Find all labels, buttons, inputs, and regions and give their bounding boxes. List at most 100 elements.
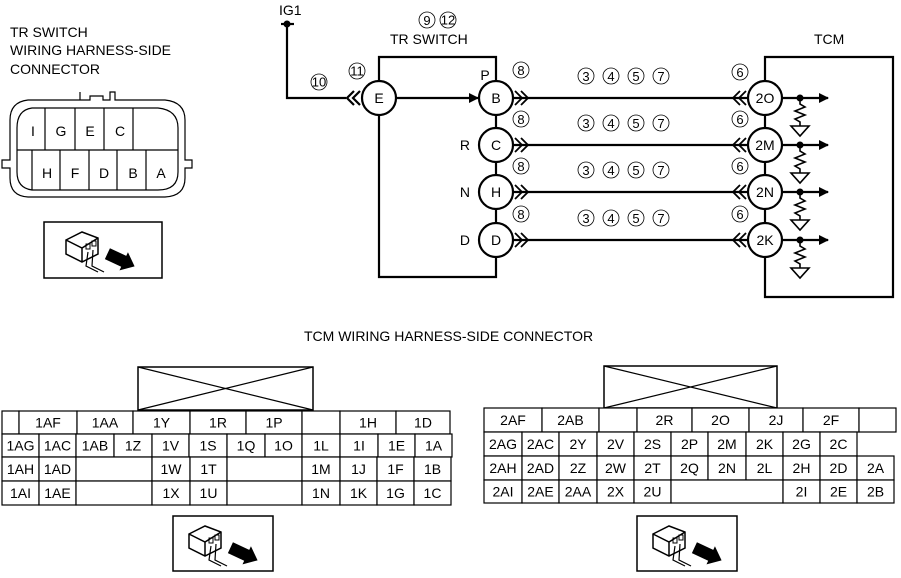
pin-label: 2E xyxy=(830,484,847,500)
svg-text:7: 7 xyxy=(657,163,664,178)
pin-label: 2N xyxy=(718,460,736,476)
empty-cell xyxy=(598,407,638,433)
pin-label: 1AA xyxy=(92,415,119,431)
connector-ref-11: 11 xyxy=(348,62,366,80)
tcm-ref: 6 xyxy=(731,110,749,128)
position-label-P: P xyxy=(480,67,489,83)
pin-label: 2Q xyxy=(680,460,699,476)
harness-ref: 5 xyxy=(627,114,645,132)
pin-cell-1AE xyxy=(38,480,77,506)
ground-icon xyxy=(789,267,811,280)
pin-label: 2T xyxy=(644,460,661,476)
pin-cell-2G xyxy=(782,431,821,457)
pin-cell-2N xyxy=(707,455,747,481)
svg-text:2O: 2O xyxy=(756,90,775,106)
tr-pin-G: G xyxy=(56,123,67,139)
pin-label: 1A xyxy=(425,438,443,454)
position-label-R: R xyxy=(460,137,470,153)
svg-text:4: 4 xyxy=(607,69,614,84)
position-label-D: D xyxy=(460,232,470,248)
pin-label: 1S xyxy=(199,438,216,454)
pin-label: 1D xyxy=(414,415,432,431)
pin-label: 1AB xyxy=(82,438,108,454)
pin-cell-2L xyxy=(745,455,784,481)
svg-text:5: 5 xyxy=(632,211,639,226)
harness-ref: 3 xyxy=(577,161,595,179)
connector-view-icon xyxy=(172,515,274,572)
tr-switch-pin-D xyxy=(477,221,515,259)
svg-text:4: 4 xyxy=(607,116,614,131)
ig1-label: IG1 xyxy=(279,2,302,18)
pin-label: 2F xyxy=(823,412,839,428)
pin-cell-2K xyxy=(745,431,784,457)
pin-label: 1B xyxy=(424,461,441,477)
pin-cell-2B xyxy=(856,479,895,504)
harness-ref: 5 xyxy=(627,209,645,227)
empty-cell xyxy=(226,480,303,506)
harness-ref: 7 xyxy=(652,67,670,85)
pin-label: 2S xyxy=(644,436,661,452)
harness-ref: 4 xyxy=(602,161,620,179)
empty-cell xyxy=(75,456,153,482)
pin-label: 1Y xyxy=(153,415,171,431)
pin-label: 1P xyxy=(265,415,282,431)
pin-label: 1K xyxy=(350,485,368,501)
pin-label: 2V xyxy=(607,436,625,452)
pin-cell-2O xyxy=(691,407,750,433)
pin-label: 2AF xyxy=(500,412,526,428)
pin-cell-1C xyxy=(413,480,452,506)
pin-label: 2Y xyxy=(569,436,587,452)
pull-down-resistor-icon xyxy=(792,240,808,268)
pin-label: 2G xyxy=(792,436,811,452)
pin-label: 2AB xyxy=(557,412,583,428)
tr-pin-F: F xyxy=(71,165,80,181)
pin-label: 2AE xyxy=(527,484,553,500)
switch-ref: 8 xyxy=(512,157,530,175)
pin-cell-1K xyxy=(339,480,378,506)
pin-label: 2P xyxy=(681,436,698,452)
tr-pin-D: D xyxy=(99,165,109,181)
pin-cell-1G xyxy=(376,480,415,506)
pin-label: 1M xyxy=(311,461,330,477)
pin-label: 1T xyxy=(200,461,217,477)
pin-label: 1I xyxy=(353,438,365,454)
empty-cell xyxy=(226,456,303,482)
pin-label: 2C xyxy=(830,436,848,452)
tr-pin-B: B xyxy=(128,165,137,181)
pin-cell-1AI xyxy=(1,480,40,506)
pin-label: 2L xyxy=(757,460,773,476)
pin-label: 1J xyxy=(351,461,366,477)
svg-text:E: E xyxy=(374,90,383,106)
pin-cell-2S xyxy=(633,431,672,457)
pin-label: 1AD xyxy=(44,461,71,477)
pin-cell-2J xyxy=(748,407,804,433)
tr-pin-H: H xyxy=(42,165,52,181)
pin-label: 1E xyxy=(388,438,405,454)
pin-cell-1W xyxy=(151,456,191,482)
pin-label: 1U xyxy=(200,485,218,501)
pin-label: 2R xyxy=(656,412,674,428)
pin-cell-1T xyxy=(189,456,228,482)
pin-label: 2J xyxy=(769,412,784,428)
svg-text:3: 3 xyxy=(582,211,589,226)
pin-label: 1X xyxy=(162,485,180,501)
tcm-label: TCM xyxy=(814,31,844,47)
tr-switch-connector-title-3: CONNECTOR xyxy=(10,61,100,77)
empty-cell xyxy=(670,479,784,504)
pin-label: 2AC xyxy=(527,436,554,452)
tr-switch-connector-title-2: WIRING HARNESS-SIDE xyxy=(10,42,171,58)
tr-switch-pin-H xyxy=(477,173,515,211)
tr-switch-connector-section: TR SWITCH WIRING HARNESS-SIDE CONNECTOR … xyxy=(1,24,193,279)
svg-text:9: 9 xyxy=(423,13,430,28)
tr-switch-ref-9: 9 xyxy=(418,11,436,29)
position-label-N: N xyxy=(460,184,470,200)
pin-label: 2W xyxy=(605,460,627,476)
pin-cell-2Z xyxy=(558,455,598,481)
